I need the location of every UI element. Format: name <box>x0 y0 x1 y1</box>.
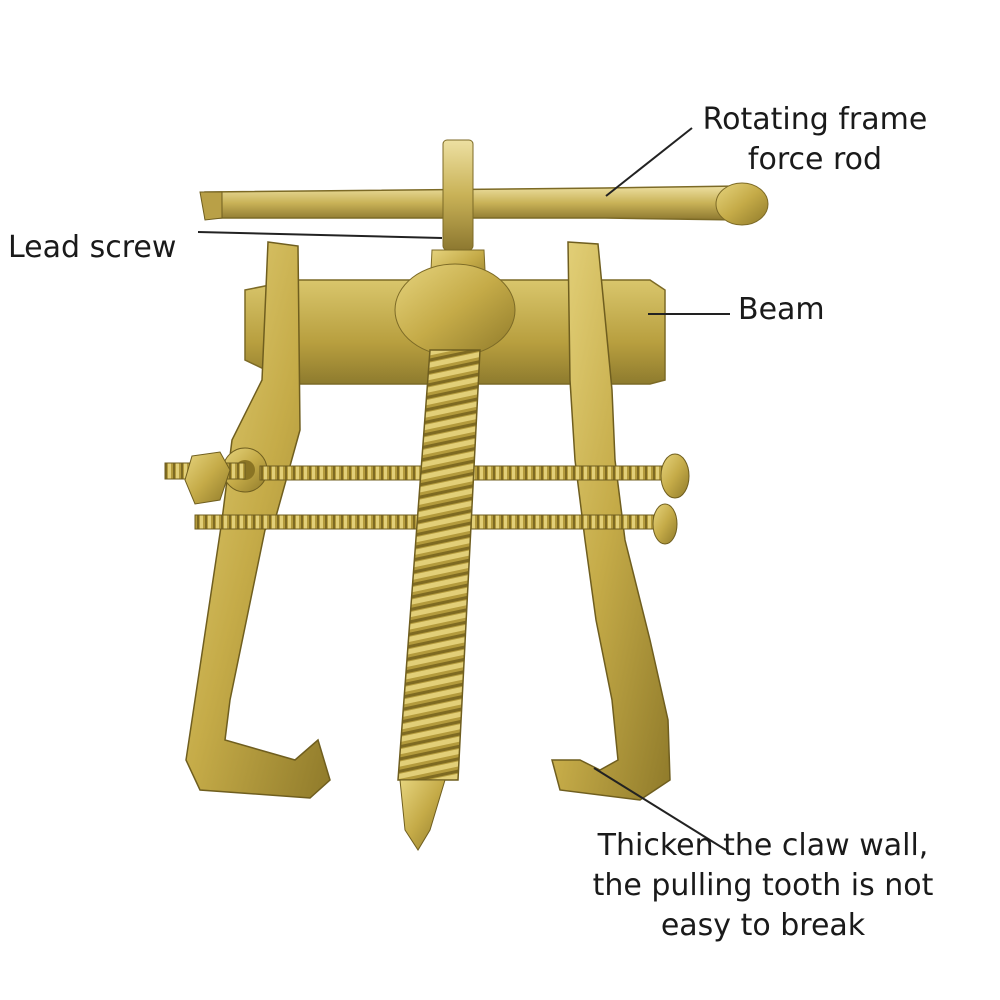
label-claw-wall: Thicken the claw wall, the pulling tooth… <box>592 828 934 943</box>
label-beam: Beam <box>738 292 825 327</box>
leader-claw <box>593 767 727 851</box>
label-lead-screw: Lead screw <box>8 230 177 265</box>
leader-lines <box>197 127 730 851</box>
label-rotating-frame-force-rod: Rotating frame force rod <box>702 102 928 177</box>
beam <box>244 263 666 385</box>
force-rod <box>199 182 769 226</box>
leader-rod <box>605 127 693 197</box>
lead-screw-shaft <box>397 349 481 851</box>
leader-screw <box>197 231 443 239</box>
